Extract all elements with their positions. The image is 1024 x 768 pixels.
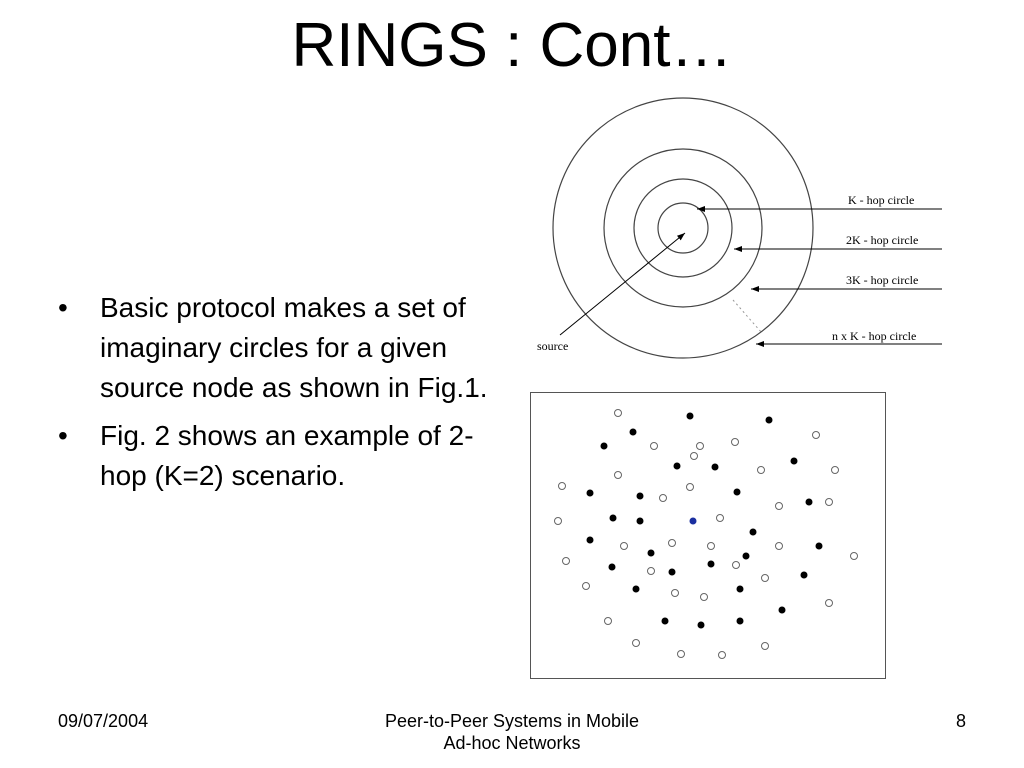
filled-node (800, 571, 808, 579)
filled-node (805, 498, 813, 506)
filled-node (636, 517, 644, 525)
filled-node (632, 585, 640, 593)
footer-title-line2: Ad-hoc Networks (443, 733, 581, 753)
hollow-node (647, 567, 655, 575)
hollow-node (812, 431, 820, 439)
filled-node (636, 492, 644, 500)
hollow-node (668, 539, 676, 547)
filled-node (749, 528, 757, 536)
hop-circle-2k (633, 178, 733, 278)
hop-circle-nk (552, 97, 814, 359)
hollow-node (761, 642, 769, 650)
source-arrow (559, 232, 686, 336)
filled-node (707, 560, 715, 568)
hollow-node (614, 471, 622, 479)
filled-node (673, 462, 681, 470)
slide-title: RINGS : Cont… (291, 11, 733, 80)
hollow-node (775, 542, 783, 550)
filled-node (815, 542, 823, 550)
filled-node (733, 488, 741, 496)
filled-node (765, 416, 773, 424)
filled-node (629, 428, 637, 436)
hollow-node (677, 650, 685, 658)
hollow-node (686, 483, 694, 491)
hollow-node (604, 617, 612, 625)
hollow-node (620, 542, 628, 550)
bullet-text: Fig. 2 shows an example of 2-hop (K=2) s… (100, 420, 474, 491)
hollow-node (554, 517, 562, 525)
footer-title: Peer-to-Peer Systems in Mobile Ad-hoc Ne… (350, 710, 674, 754)
bullet-glyph: • (58, 420, 68, 451)
filled-node (668, 568, 676, 576)
hollow-node (718, 651, 726, 659)
dotted-gap (732, 299, 763, 334)
hollow-node (659, 494, 667, 502)
hollow-node (632, 639, 640, 647)
hollow-node (558, 482, 566, 490)
hollow-node (761, 574, 769, 582)
source-label: source (537, 339, 568, 353)
footer-title-line1: Peer-to-Peer Systems in Mobile (384, 711, 640, 731)
filled-node (609, 514, 617, 522)
filled-node (608, 563, 616, 571)
filled-node (736, 585, 744, 593)
hollow-node (696, 442, 704, 450)
hollow-node (707, 542, 715, 550)
bullet-item: • Fig. 2 shows an example of 2-hop (K=2)… (58, 416, 508, 496)
hollow-node (831, 466, 839, 474)
hollow-node (825, 599, 833, 607)
filled-node (661, 617, 669, 625)
filled-node (586, 489, 594, 497)
slide-number: 8 (955, 711, 966, 731)
hollow-node (671, 589, 679, 597)
filled-node (736, 617, 744, 625)
hollow-node (775, 502, 783, 510)
bullet-list: • Basic protocol makes a set of imaginar… (58, 288, 508, 504)
filled-node (778, 606, 786, 614)
hollow-node (732, 561, 740, 569)
hollow-node (690, 452, 698, 460)
hollow-node (825, 498, 833, 506)
bullet-glyph: • (58, 292, 68, 323)
filled-node (742, 552, 750, 560)
hollow-node (614, 409, 622, 417)
hollow-node (731, 438, 739, 446)
hollow-node (757, 466, 765, 474)
scatter-frame (530, 392, 886, 679)
3k-hop-label: 3K - hop circle (846, 273, 918, 287)
bullet-item: • Basic protocol makes a set of imaginar… (58, 288, 508, 408)
node-scatter-diagram (530, 392, 886, 679)
hollow-node (650, 442, 658, 450)
filled-node (790, 457, 798, 465)
hop-circle-3k (603, 148, 763, 308)
hollow-node (562, 557, 570, 565)
filled-node (586, 536, 594, 544)
hollow-node (716, 514, 724, 522)
hollow-node (700, 593, 708, 601)
2k-hop-label: 2K - hop circle (846, 233, 918, 247)
k-hop-label: K - hop circle (848, 193, 914, 207)
nk-hop-label: n x K - hop circle (832, 329, 916, 343)
filled-node (647, 549, 655, 557)
hop-circle-k (657, 202, 709, 254)
filled-node (686, 412, 694, 420)
bullet-text: Basic protocol makes a set of imaginary … (100, 292, 488, 403)
filled-node (711, 463, 719, 471)
filled-node (697, 621, 705, 629)
source-node (689, 517, 697, 525)
filled-node (600, 442, 608, 450)
hollow-node (850, 552, 858, 560)
hollow-node (582, 582, 590, 590)
footer-date: 09/07/2004 (58, 711, 149, 731)
hop-circles-diagram: source K - hop circle 2K - hop circle 3K… (537, 97, 942, 359)
